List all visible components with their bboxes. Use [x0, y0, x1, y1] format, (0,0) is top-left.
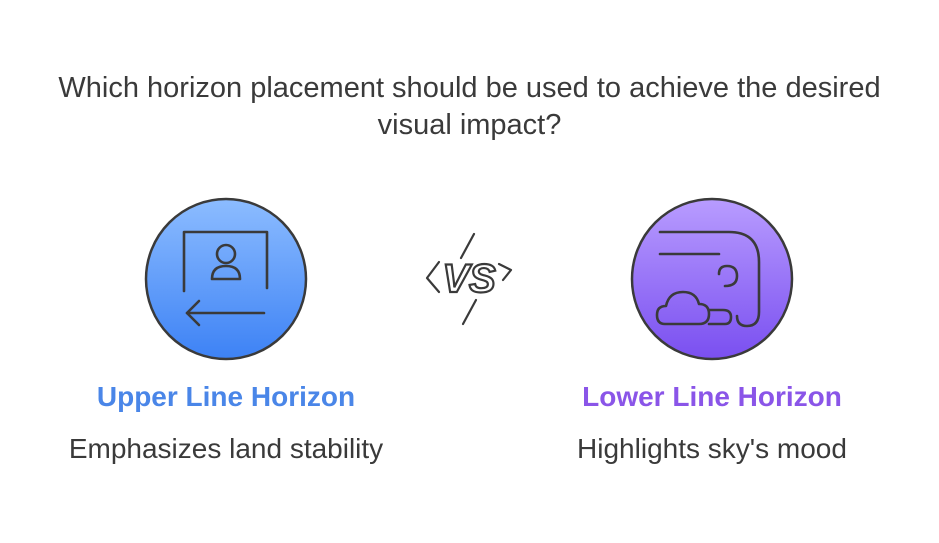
question-heading: Which horizon placement should be used t… [0, 70, 939, 144]
upper-horizon-description: Emphasizes land stability [68, 433, 384, 464]
cloud-wind-icon [630, 197, 794, 361]
portrait-frame-arrow-left-icon [144, 197, 308, 361]
upper-horizon-circle [143, 196, 309, 362]
lower-horizon-title: Lower Line Horizon [582, 381, 842, 412]
lower-horizon-description: Highlights sky's mood [577, 433, 847, 464]
option-lower-line-horizon: Lower Line Horizon Highlights sky's mood [502, 196, 922, 466]
versus-badge: VS [419, 228, 519, 332]
question-line-2: visual impact? [377, 109, 562, 141]
lower-horizon-circle [629, 196, 795, 362]
versus-lightning-icon: VS [425, 232, 513, 326]
upper-horizon-title: Upper Line Horizon [96, 381, 356, 412]
option-upper-line-horizon: Upper Line Horizon Emphasizes land stabi… [16, 196, 436, 466]
versus-label: VS [442, 257, 496, 301]
question-line-1: Which horizon placement should be used t… [58, 72, 881, 104]
